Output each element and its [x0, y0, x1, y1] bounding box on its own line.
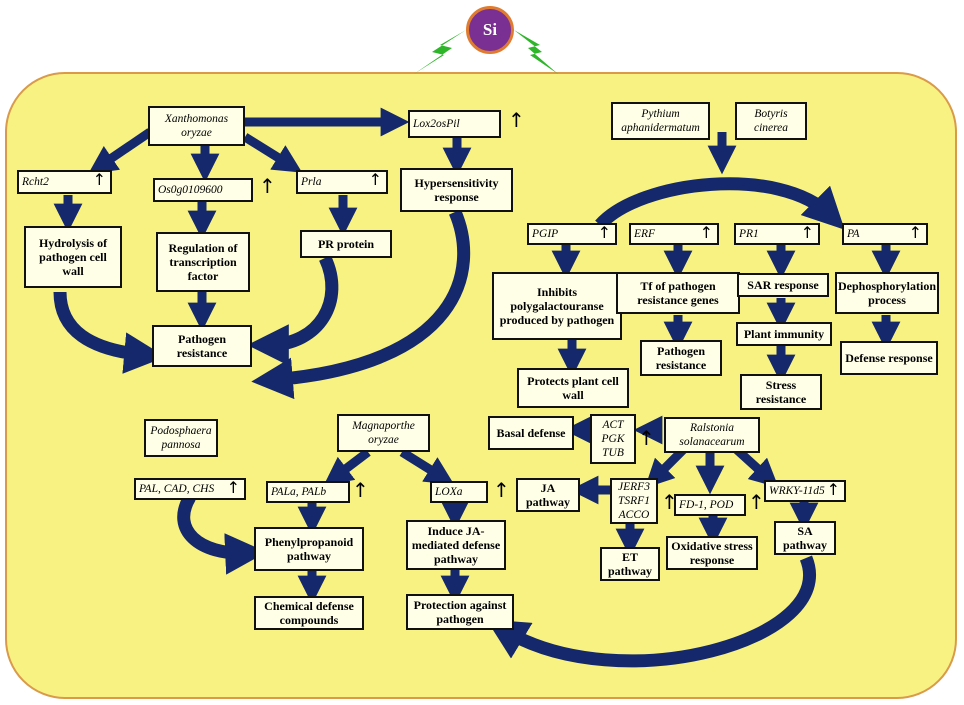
pala-palb-box: PALa, PALb [266, 481, 350, 503]
lox2ospil-up-arrow-icon: ↑ [508, 108, 525, 132]
sa-pathway-box: SA pathway [774, 521, 836, 555]
hypersensitivity-response-box: Hypersensitivity response [400, 168, 513, 212]
rcht2-label: Rcht2 [22, 176, 49, 188]
pr1-up-arrow-icon: ↑ [800, 223, 814, 242]
arrow-ralstonia-to-wrky [731, 444, 779, 488]
pgip-up-arrow-icon: ↑ [597, 223, 611, 242]
pa-box: PA ↑ [842, 223, 928, 245]
pathogen-resistance-box-2: Pathogen resistance [640, 340, 722, 376]
pala-palb-up-arrow-icon: ↑ [352, 478, 369, 502]
curve-sa-to-protection [486, 555, 816, 668]
ja-pathway-box: JA pathway [516, 478, 580, 512]
ralstonia-box: Ralstonia solanacearum [664, 417, 760, 453]
podosphaera-box: Podosphaera pannosa [144, 419, 218, 457]
arrow-xantho-to-prla [242, 133, 303, 173]
plant-immunity-box: Plant immunity [736, 322, 832, 346]
defense-response-box: Defense response [840, 341, 938, 375]
silicon-node: Si [466, 6, 514, 54]
curve-hydrolysis-to-resistance [53, 291, 166, 374]
erf-label: ERF [634, 228, 656, 240]
os0g0109600-box: Os0g0109600 [153, 178, 253, 202]
wrky-up-arrow-icon: ↑ [826, 480, 840, 499]
pala-palb-label: PALa, PALb [271, 486, 327, 498]
arrow-xantho-to-rcht2 [88, 128, 153, 175]
botyris-box: Botyris cinerea [735, 102, 807, 140]
arrow-magna-to-pal [323, 448, 371, 486]
jerf3-box: JERF3 TSRF1 ACCO [610, 478, 658, 524]
oxidative-stress-box: Oxidative stress response [666, 536, 758, 570]
pr1-box: PR1 ↑ [734, 223, 820, 245]
curve-hyper-to-resistance [251, 209, 471, 400]
jerf3-label: JERF3 TSRF1 ACCO [618, 481, 650, 521]
chemical-defense-box: Chemical defense compounds [254, 596, 364, 630]
basal-defense-box: Basal defense [488, 416, 574, 450]
pal-cad-chs-label: PAL, CAD, CHS [139, 483, 215, 495]
jerf3-up-arrow-icon: ↑ [661, 490, 678, 514]
pal-cad-chs-up-arrow-icon: ↑ [226, 478, 240, 497]
prla-label: Prla [301, 176, 322, 188]
erf-up-arrow-icon: ↑ [699, 223, 713, 242]
act-pgk-tub-box: ACT PGK TUB [590, 414, 636, 464]
magnaporthe-box: Magnaporthe oryzae [337, 414, 430, 452]
lightning-bolt-right-icon [514, 30, 558, 74]
os0g0109600-up-arrow-icon: ↑ [259, 174, 276, 198]
fd-pod-up-arrow-icon: ↑ [748, 490, 765, 514]
arrow-ralstonia-to-jerf [644, 444, 689, 489]
protects-cell-wall-box: Protects plant cell wall [517, 368, 629, 408]
pythium-box: Pythium aphanidermatum [611, 102, 710, 140]
os0g0109600-label: Os0g0109600 [158, 184, 223, 196]
lightning-bolt-left-icon [414, 30, 466, 74]
pr1-label: PR1 [739, 228, 759, 240]
pathogen-resistance-box-1: Pathogen resistance [152, 325, 252, 367]
pgip-box: PGIP ↑ [527, 223, 617, 245]
arrow-magna-to-lox [399, 448, 455, 485]
loxa-up-arrow-icon: ↑ [493, 478, 510, 502]
lox2ospil-box: Lox2osPil [408, 110, 501, 138]
act-up-arrow-icon: ↑ [638, 426, 655, 450]
pa-label: PA [847, 228, 860, 240]
erf-box: ERF ↑ [629, 223, 719, 245]
prla-up-arrow-icon: ↑ [368, 170, 382, 189]
phenylpropanoid-box: Phenylpropanoid pathway [254, 527, 364, 571]
loxa-label: LOXa [435, 486, 463, 498]
curve-pythium-arc [595, 177, 845, 230]
pa-up-arrow-icon: ↑ [908, 223, 922, 242]
act-pgk-tub-label: ACT PGK TUB [601, 419, 625, 459]
dephosphorylation-box: Dephosphorylation process [835, 272, 939, 314]
fd-pod-label: FD-1, POD [679, 499, 734, 511]
lox2ospil-label: Lox2osPil [413, 118, 460, 130]
pal-cad-chs-box: PAL, CAD, CHS ↑ [134, 478, 246, 500]
rcht2-box: Rcht2 ↑ [17, 170, 112, 194]
wrky-box: WRKY-11d5↑ [764, 480, 846, 502]
pr-protein-box: PR protein [300, 230, 392, 258]
induce-ja-box: Induce JA-mediated defense pathway [406, 520, 506, 570]
curve-podo-to-phenyl [177, 493, 267, 575]
wrky-label: WRKY-11d5 [769, 485, 825, 497]
tf-box: Tf of pathogen resistance genes [616, 272, 740, 314]
pgip-label: PGIP [532, 228, 559, 240]
xanthomonas-oryzae-box: Xanthomonas oryzae [148, 106, 245, 146]
loxa-box: LOXa [430, 481, 488, 503]
protection-box: Protection against pathogen [406, 594, 514, 630]
et-pathway-box: ET pathway [600, 547, 660, 581]
prla-box: Prla ↑ [296, 170, 388, 194]
hydrolysis-box: Hydrolysis of pathogen cell wall [24, 226, 122, 288]
sar-response-box: SAR response [737, 273, 829, 297]
fd-pod-box: FD-1, POD [674, 494, 746, 516]
curve-pr-to-resistance [247, 255, 339, 366]
inhibits-box: Inhibits polygalactouranse produced by p… [492, 272, 622, 340]
stress-resistance-box: Stress resistance [740, 374, 822, 410]
rcht2-up-arrow-icon: ↑ [92, 170, 106, 189]
regulation-box: Regulation of transcription factor [156, 232, 250, 292]
